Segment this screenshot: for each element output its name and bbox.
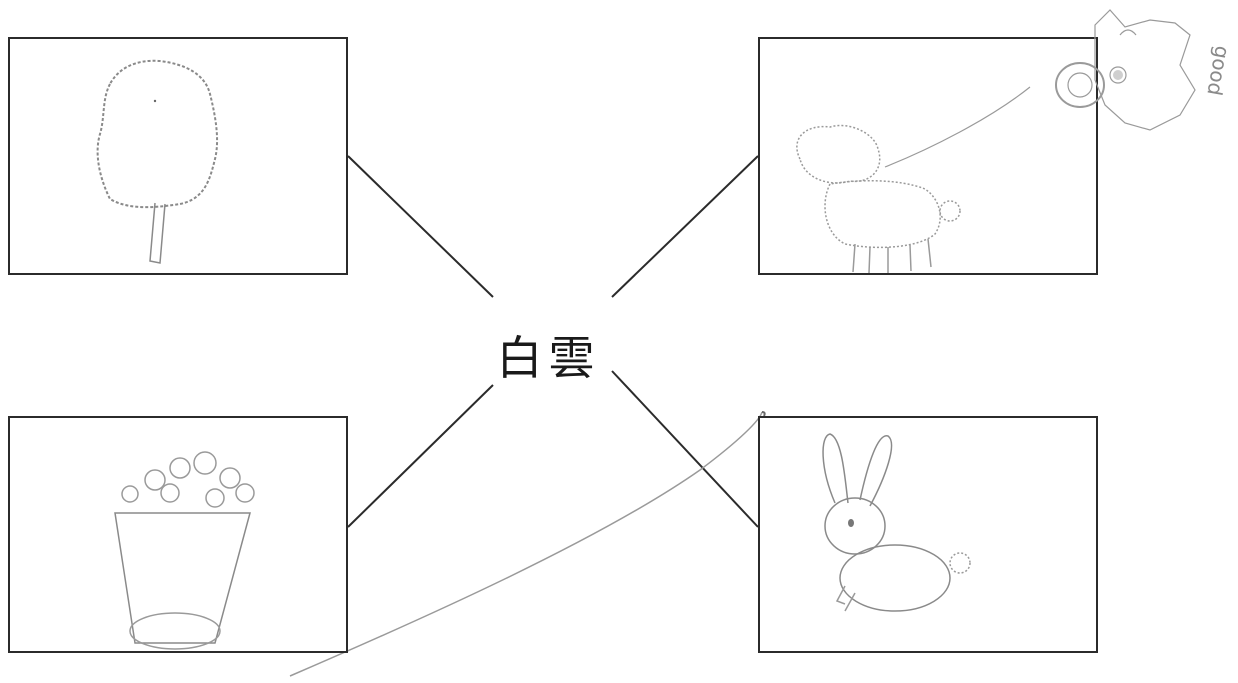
picture-panel-popcorn[interactable] — [8, 416, 348, 653]
connector-line-top-right — [611, 155, 759, 298]
sheep-drawing — [796, 86, 1031, 273]
picture-panel-rabbit[interactable] — [758, 416, 1098, 653]
connector-line-top-left — [347, 155, 494, 298]
cotton-candy-drawing — [96, 59, 219, 264]
connector-line-bottom-right — [611, 370, 759, 528]
picture-panel-sheep[interactable] — [758, 37, 1098, 275]
rabbit-drawing — [822, 433, 971, 612]
connector-line-bottom-left — [347, 384, 494, 528]
picture-panel-cotton-candy[interactable] — [8, 37, 348, 275]
stray-pencil-stroke — [289, 411, 763, 677]
center-word: 白雲 — [496, 331, 601, 385]
popcorn-drawing — [114, 451, 255, 650]
